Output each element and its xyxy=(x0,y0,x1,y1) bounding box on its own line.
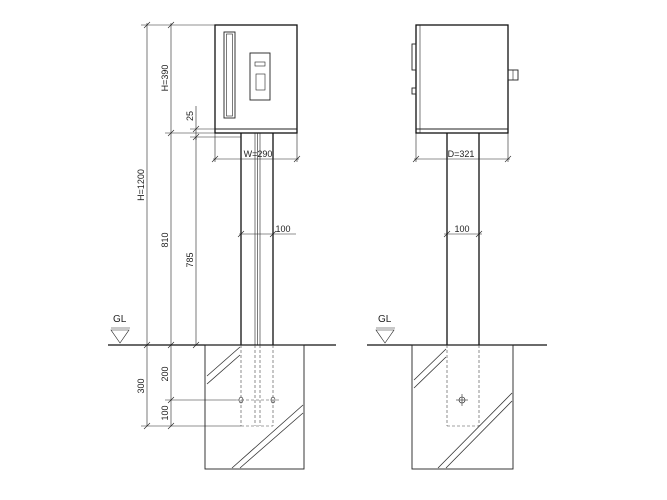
side-footing-hatch-4 xyxy=(445,400,513,469)
front-gl-label: GL xyxy=(113,314,127,325)
dim-d321-label: D=321 xyxy=(448,149,475,159)
side-footing-hatch-2 xyxy=(413,356,447,389)
dim-post100-tick-left xyxy=(237,230,245,238)
front-panel-key xyxy=(254,61,266,67)
dim-d321-tick-left xyxy=(412,155,420,163)
side-view: GL D=321 100 xyxy=(367,24,547,470)
front-view: GL H=1200 H=390 810 xyxy=(108,21,336,470)
front-letter-slot-inner xyxy=(226,33,233,117)
front-footing-hatch-2 xyxy=(206,354,241,385)
dim-h1200-label: H=1200 xyxy=(136,169,146,201)
front-control-panel xyxy=(249,52,271,101)
front-anchor-bolt-head-left xyxy=(238,396,244,404)
dim-810-label: 810 xyxy=(160,232,170,247)
dim-post100-label: 100 xyxy=(275,224,290,234)
dim-25-label: 25 xyxy=(185,111,195,121)
side-gl-label: GL xyxy=(378,314,392,325)
front-letter-slot xyxy=(223,31,236,119)
front-mailbox-body xyxy=(214,24,298,134)
side-dim-post100-label: 100 xyxy=(454,224,469,234)
front-footing-hatch-1 xyxy=(206,346,241,377)
front-panel-button xyxy=(255,73,266,91)
dim-300-label: 300 xyxy=(136,378,146,393)
side-gl-triangle-icon xyxy=(375,329,395,344)
dim-post100-tick-right xyxy=(269,230,277,238)
dim-785-tick-bottom xyxy=(192,341,200,349)
dim-w290-tick-left xyxy=(211,155,219,163)
dim-25-tick-top xyxy=(192,125,200,133)
dim-100-vert-label: 100 xyxy=(160,405,170,420)
front-footing-hatch-3 xyxy=(231,404,304,469)
side-footing-hatch-3 xyxy=(437,392,513,469)
front-anchor-bolt-head-right xyxy=(270,396,276,404)
dim-w290-tick-right xyxy=(293,155,301,163)
dim-h390-tick-top xyxy=(167,21,175,29)
dim-200-label: 200 xyxy=(160,366,170,381)
side-dim-post100-tick-right xyxy=(475,230,483,238)
dim-100-vert-tick-bottom xyxy=(167,422,175,430)
side-mailbox-body xyxy=(415,24,509,134)
front-gl-triangle-icon xyxy=(110,329,130,344)
dim-w290-label: W=290 xyxy=(244,149,273,159)
dim-d321-tick-right xyxy=(504,155,512,163)
dim-h390-label: H=390 xyxy=(160,65,170,92)
side-dim-post100-tick-left xyxy=(443,230,451,238)
front-footing xyxy=(204,344,305,470)
side-front-stub-top xyxy=(411,43,417,71)
dim-h1200-tick-top xyxy=(143,21,151,29)
side-front-stub-bottom xyxy=(411,87,417,95)
dim-300-tick-bottom xyxy=(143,422,151,430)
side-footing-hatch-1 xyxy=(413,348,447,381)
front-footing-hatch-4 xyxy=(239,412,304,469)
side-footing xyxy=(411,344,514,470)
dim-785-label: 785 xyxy=(185,252,195,267)
